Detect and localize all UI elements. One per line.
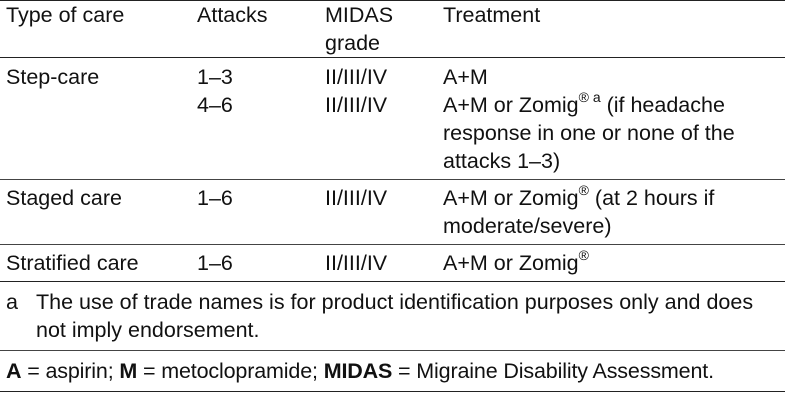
abbrev-def-m: = metoclopramide; — [137, 359, 324, 383]
cell-midas: II/III/IV — [325, 65, 388, 89]
cell-type: Stratified care — [6, 251, 139, 275]
trademark-footnote-superscript: ® a — [578, 88, 601, 105]
abbrev-key-a: A — [6, 359, 22, 383]
abbrev-key-midas: MIDAS — [323, 359, 393, 383]
cell-type: Staged care — [6, 186, 122, 210]
cell-attacks: 1–6 — [197, 251, 233, 275]
cell-attacks: 1–3 — [197, 65, 233, 89]
treatment-note: (at 2 hours if moderate/severe) — [443, 186, 715, 238]
header-treatment: Treatment — [443, 3, 541, 27]
table-row: Step-care 1–3 II/III/IV A+M — [0, 58, 785, 92]
treatment-text: A+M or Zomig — [443, 186, 579, 210]
table-footer: a The use of trade names is for product … — [0, 281, 785, 392]
cell-treatment: A+M or Zomig® — [437, 245, 785, 282]
trademark-superscript: ® — [578, 181, 589, 198]
table-row: Staged care 1–6 II/III/IV A+M or Zomig® … — [0, 179, 785, 245]
care-table: Type of care Attacks MIDAS grade Treatme… — [0, 0, 785, 282]
abbreviations-line: A = aspirin; M = metoclopramide; MIDAS =… — [0, 351, 785, 387]
treatment-note: (if headache response in one or none of … — [443, 93, 735, 173]
footnote: a The use of trade names is for product … — [0, 288, 785, 351]
treatment-text: A+M or Zomig — [443, 251, 579, 275]
treatment-text: A+M — [443, 65, 488, 89]
table-row: Stratified care 1–6 II/III/IV A+M or Zom… — [0, 244, 785, 282]
cell-attacks: 1–6 — [197, 186, 233, 210]
table-body: Step-care 1–3 II/III/IV A+M 4–6 II/III/I… — [0, 58, 785, 282]
cell-type — [0, 91, 191, 180]
header-attacks: Attacks — [197, 3, 268, 27]
abbrev-def-midas: = Migraine Disability Assessment. — [392, 359, 714, 383]
cell-attacks: 4–6 — [197, 93, 233, 117]
cell-treatment: A+M or Zomig® (at 2 hours if moderate/se… — [437, 180, 785, 245]
treatment-text: A+M or Zomig — [443, 93, 579, 117]
cell-type: Step-care — [6, 65, 100, 89]
cell-midas: II/III/IV — [325, 93, 388, 117]
abbrev-def-a: = aspirin; — [21, 359, 120, 383]
abbrev-key-m: M — [119, 359, 138, 383]
cell-midas: II/III/IV — [325, 186, 388, 210]
footnote-text: The use of trade names is for product id… — [36, 290, 754, 342]
header-row: Type of care Attacks MIDAS grade Treatme… — [0, 0, 785, 58]
table-header: Type of care Attacks MIDAS grade Treatme… — [0, 0, 785, 58]
header-midas-grade: MIDAS grade — [325, 3, 394, 55]
table-row: 4–6 II/III/IV A+M or Zomig® a (if headac… — [0, 88, 785, 180]
cell-treatment: A+M — [437, 58, 785, 92]
footnote-mark: a — [6, 290, 18, 314]
cell-treatment: A+M or Zomig® a (if headache response in… — [437, 88, 785, 180]
header-type-of-care: Type of care — [6, 3, 125, 27]
trademark-superscript: ® — [578, 246, 589, 263]
cell-midas: II/III/IV — [325, 251, 388, 275]
